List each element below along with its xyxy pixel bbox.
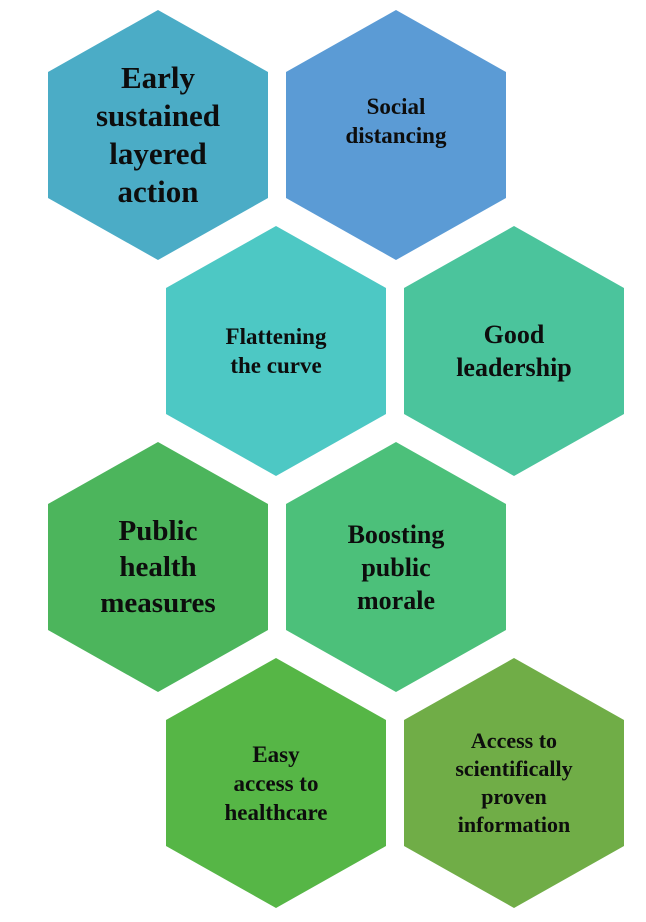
hexagon-easy-access-to-healthcare: Easy access to healthcare (166, 658, 386, 908)
hexagon-label: Early sustained layered action (95, 60, 221, 209)
hexagon-label: Flattening the curve (225, 324, 327, 378)
hexagon-shape (286, 442, 506, 692)
hexagon-shape (166, 658, 386, 908)
hexagon-shape (404, 658, 624, 908)
hexagon-shape (48, 442, 268, 692)
hexagon-public-health-measures: Public health measures (48, 442, 268, 692)
hexagon-shape (48, 10, 268, 260)
hexagon-label: Easy access to healthcare (224, 741, 328, 825)
hexagon-boosting-public-morale: Boosting public morale (286, 442, 506, 692)
hexagon-access-to-scientifically-proven-information: Access to scientifically proven informat… (404, 658, 624, 908)
hexagon-label: Good leadership (456, 320, 572, 382)
hexagon-shape (404, 226, 624, 476)
hexagon-flattening-the-curve: Flattening the curve (166, 226, 386, 476)
hexagon-social-distancing: Social distancing (286, 10, 506, 260)
hexagon-label: Boosting public morale (347, 519, 445, 615)
hexagon-label: Access to scientifically proven informat… (455, 728, 573, 837)
hexagon-shape (166, 226, 386, 476)
hexagon-label: Public health measures (100, 515, 216, 619)
hexagon-early-sustained-layered-action: Early sustained layered action (48, 10, 268, 260)
hexagon-label: Social distancing (345, 94, 447, 148)
hexagon-shape (286, 10, 506, 260)
hexagon-good-leadership: Good leadership (404, 226, 624, 476)
